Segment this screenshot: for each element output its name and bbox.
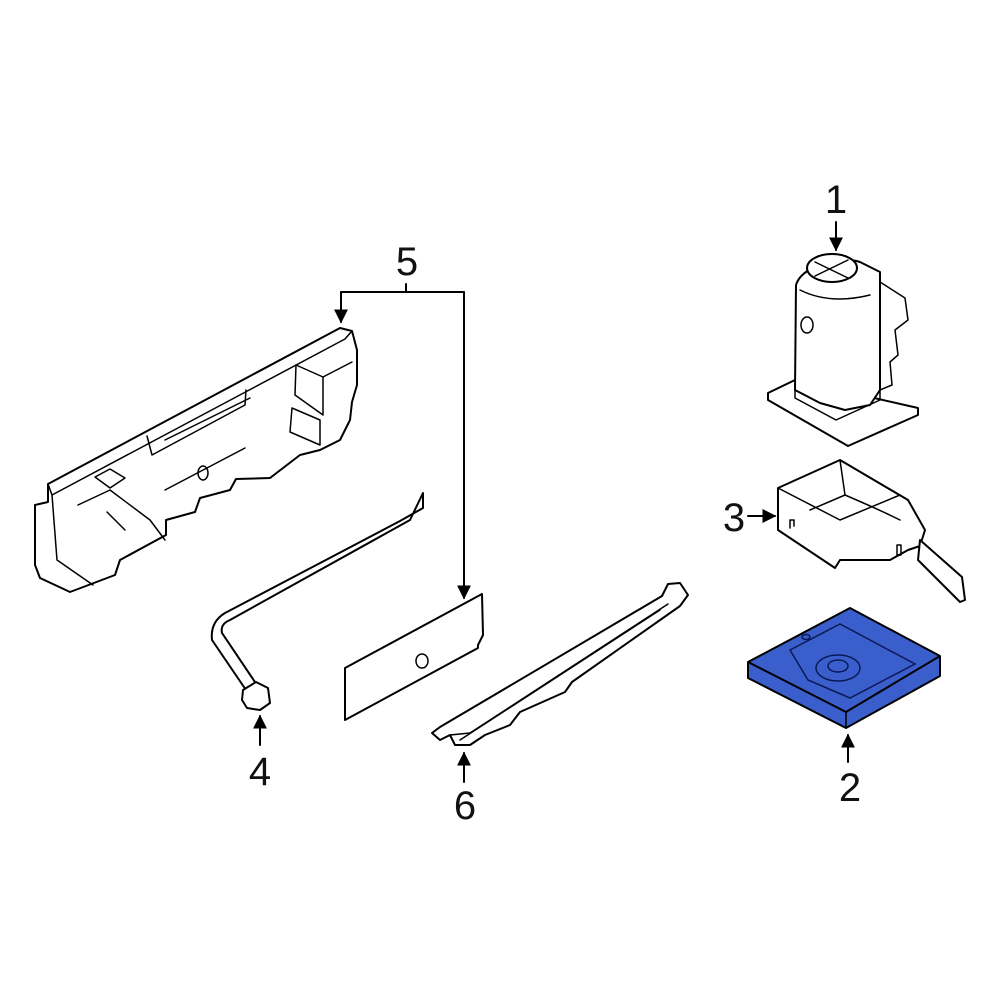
jack-handle-part[interactable] <box>431 582 689 746</box>
callout-3[interactable]: 3 <box>722 496 746 540</box>
callout-4[interactable]: 4 <box>248 750 272 794</box>
cover-plate-part[interactable] <box>344 593 484 721</box>
callout-6[interactable]: 6 <box>453 784 477 828</box>
leader-lines <box>253 221 855 783</box>
tool-tray-part[interactable] <box>34 327 358 593</box>
jack-holder-part[interactable] <box>777 459 966 603</box>
callout-1[interactable]: 1 <box>824 178 848 222</box>
callout-2[interactable]: 2 <box>838 766 862 810</box>
lug-wrench-part[interactable] <box>210 492 424 711</box>
jack-base-pad-part[interactable] <box>747 607 941 729</box>
callout-5[interactable]: 5 <box>395 240 419 284</box>
bottle-jack-part[interactable] <box>767 253 919 447</box>
